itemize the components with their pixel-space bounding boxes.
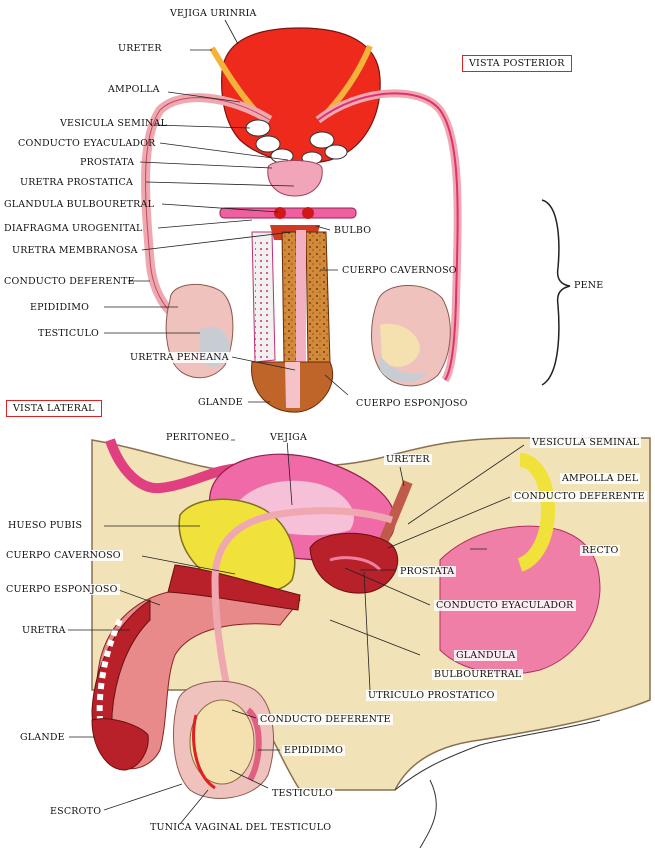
label-diafragma-urogenital: DIAFRAGMA UROGENITAL <box>4 223 143 234</box>
label-uretra-peneana: URETRA PENEANA <box>128 352 231 363</box>
pene-bracket <box>541 199 571 386</box>
posterior-testis-right <box>371 285 451 387</box>
posterior-bulbourethral-right <box>302 207 314 219</box>
posterior-urethra <box>296 230 306 362</box>
label-epididimo-posterior: EPIDIDIMO <box>30 302 90 313</box>
label-glande-lateral: GLANDE <box>20 732 65 743</box>
label-cuerpo-esponjoso-posterior: CUERPO ESPONJOSO <box>356 398 468 409</box>
lateral-view <box>91 437 651 849</box>
label-glandula-bulbouretral-posterior: GLANDULA BULBOURETRAL <box>4 199 155 210</box>
label-uretra-prostatica: URETRA PROSTATICA <box>20 177 134 188</box>
posterior-prostate <box>267 160 323 197</box>
lateral-epididymis <box>245 707 262 782</box>
label-utriculo-prostatico: UTRICULO PROSTATICO <box>366 690 497 701</box>
lateral-tunica <box>192 714 216 790</box>
label-prostata-posterior: PROSTATA <box>80 157 135 168</box>
label-ampolla: AMPOLLA <box>108 84 160 95</box>
label-conducto-eyaculador-posterior: CONDUCTO EYACULADOR <box>18 138 156 149</box>
label-ampolla-del: AMPOLLA DEL <box>560 473 641 484</box>
lateral-glans <box>91 718 149 771</box>
label-conducto-deferente-lateral: CONDUCTO DEFERENTE <box>258 714 393 725</box>
label-cuerpo-esponjoso-lateral: CUERPO ESPONJOSO <box>4 584 120 595</box>
label-bulbouretral: BULBOURETRAL <box>432 669 524 680</box>
label-bulbo: BULBO <box>334 225 372 236</box>
label-conducto-deferente-posterior: CONDUCTO DEFERENTE <box>4 276 135 287</box>
label-vejiga-urinaria: VEJIGA URINRIA <box>170 8 257 19</box>
posterior-view-title: VISTA POSTERIOR <box>462 55 572 72</box>
label-escroto: ESCROTO <box>50 806 102 817</box>
label-cuerpo-cavernoso-lateral: CUERPO CAVERNOSO <box>4 550 123 561</box>
posterior-testis-left <box>165 283 234 379</box>
lateral-ureter <box>377 480 413 547</box>
label-ureter-posterior: URETER <box>118 43 162 54</box>
label-glande-posterior: GLANDE <box>198 397 243 408</box>
lateral-view-title: VISTA LATERAL <box>6 400 102 417</box>
label-tunica-vaginal: TUNICA VAGINAL DEL TESTICULO <box>150 822 332 833</box>
posterior-cavernous-right <box>305 231 331 363</box>
label-testiculo-lateral: TESTICULO <box>270 788 336 799</box>
label-vesicula-seminal-posterior: VESICULA SEMINAL <box>60 118 168 129</box>
posterior-spongy-body <box>281 231 299 363</box>
label-vejiga-lateral: VEJIGA <box>268 432 310 443</box>
label-glandula: GLANDULA <box>454 650 518 661</box>
label-conducto-deferente-ampolla: CONDUCTO DEFERENTE <box>512 491 647 502</box>
label-uretra-membranosa: URETRA MEMBRANOSA <box>12 245 138 256</box>
lateral-prostate <box>309 532 399 594</box>
label-recto: RECTO <box>580 545 621 556</box>
label-vesicula-seminal-lateral: VESICULA SEMINAL <box>530 437 642 448</box>
label-cuerpo-cavernoso-posterior: CUERPO CAVERNOSO <box>342 265 457 276</box>
label-conducto-eyaculador-lateral: CONDUCTO EYACULADOR <box>434 600 576 611</box>
posterior-view <box>141 27 571 413</box>
label-epididimo-lateral: EPIDIDIMO <box>282 745 346 756</box>
lateral-testis <box>189 699 255 785</box>
label-ureter-lateral: URETER <box>384 454 432 465</box>
label-peritoneo: PERITONEO <box>164 432 232 443</box>
label-hueso-pubis: HUESO PUBIS <box>6 520 85 531</box>
label-prostata-lateral: PROSTATA <box>398 566 457 577</box>
posterior-bulbourethral-left <box>274 207 286 219</box>
label-pene: PENE <box>574 280 604 291</box>
posterior-seminal-vesicles <box>245 119 348 165</box>
label-uretra-lateral: URETRA <box>20 625 68 636</box>
lateral-vas-deferens <box>211 507 394 711</box>
label-testiculo-posterior: TESTICULO <box>38 328 100 339</box>
